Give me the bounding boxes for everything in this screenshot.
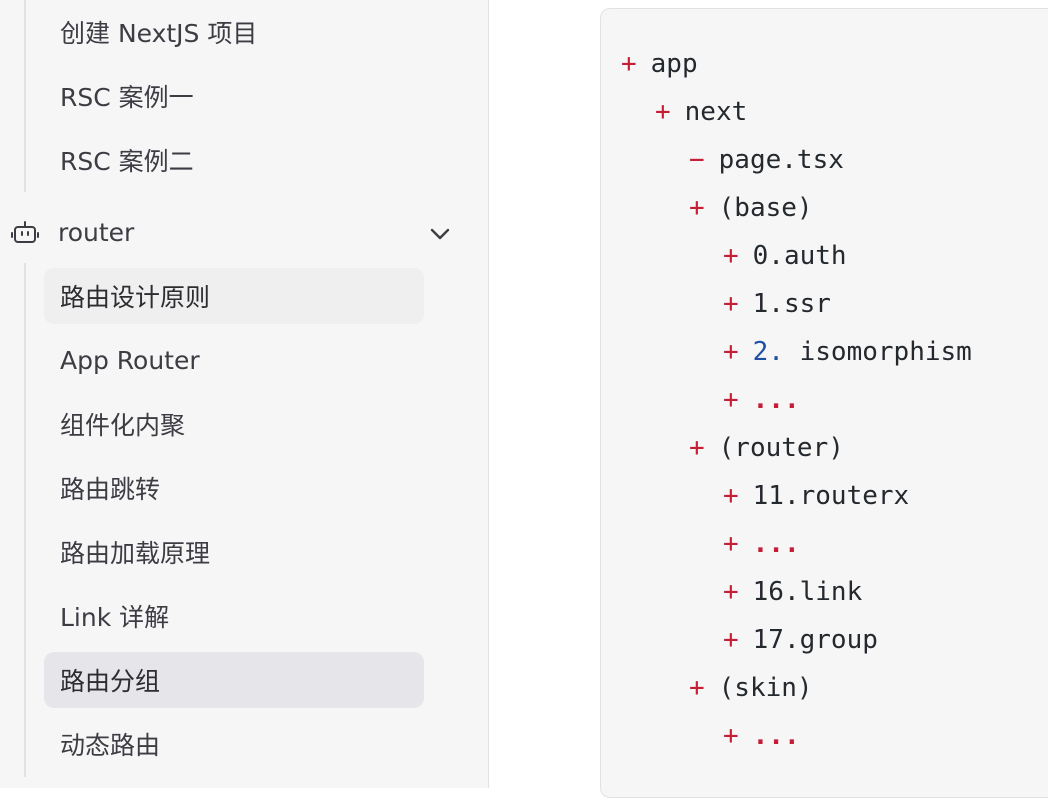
plus-marker: + bbox=[723, 625, 739, 655]
code-line: +0.auth bbox=[723, 232, 847, 280]
robot-icon bbox=[11, 221, 39, 243]
code-line: + (base) bbox=[689, 184, 813, 232]
code-line: +... bbox=[723, 376, 800, 424]
sidebar-item-component-cohesion[interactable]: 组件化内聚 bbox=[60, 411, 186, 440]
plus-marker: + bbox=[723, 529, 739, 559]
sidebar-group-router[interactable]: router bbox=[0, 204, 470, 260]
code-line: +16.link bbox=[723, 568, 862, 616]
plus-marker: + bbox=[723, 577, 739, 607]
code-line: +17.group bbox=[723, 616, 878, 664]
sidebar-item-route-design[interactable]: 路由设计原则 bbox=[44, 268, 424, 324]
code-text: (base) bbox=[718, 193, 813, 223]
sidebar-item-create-nextjs[interactable]: 创建 NextJS 项目 bbox=[60, 19, 258, 48]
sidebar-guide-line bbox=[24, 263, 26, 777]
plus-marker: + bbox=[723, 721, 739, 751]
code-line: +... bbox=[723, 712, 800, 760]
code-text: isomorphism bbox=[783, 337, 972, 367]
code-text: 1.ssr bbox=[752, 289, 831, 319]
code-line: +11.routerx bbox=[723, 472, 909, 520]
code-line: +1.ssr bbox=[723, 280, 831, 328]
code-text: 11.routerx bbox=[752, 481, 910, 511]
code-text: (router) bbox=[718, 433, 844, 463]
sidebar-item-dynamic-routes[interactable]: 动态路由 bbox=[60, 731, 161, 760]
plus-marker: + bbox=[655, 97, 671, 127]
code-line: + next bbox=[655, 88, 747, 136]
code-line: + app bbox=[621, 40, 698, 88]
sidebar-item-route-loading[interactable]: 路由加载原理 bbox=[60, 539, 211, 568]
main-content: + app + next −page.tsx + (base) +0.auth +1.… bbox=[490, 0, 1048, 798]
plus-marker: + bbox=[689, 433, 705, 463]
code-line: + (router) bbox=[689, 424, 844, 472]
plus-marker: + bbox=[723, 241, 739, 271]
plus-marker: + bbox=[621, 49, 637, 79]
sidebar-guide-line bbox=[24, 0, 26, 192]
plus-marker: + bbox=[689, 193, 705, 223]
plus-marker: + bbox=[723, 337, 739, 367]
code-text: 16.link bbox=[752, 577, 863, 607]
chevron-down-icon[interactable] bbox=[428, 222, 452, 246]
code-number: 2. bbox=[752, 337, 784, 367]
sidebar-item-link-details[interactable]: Link 详解 bbox=[60, 603, 170, 632]
plus-marker: + bbox=[689, 673, 705, 703]
code-text: 0.auth bbox=[752, 241, 847, 271]
code-text: page.tsx bbox=[718, 145, 844, 175]
plus-marker: + bbox=[723, 385, 739, 415]
plus-marker: + bbox=[723, 289, 739, 319]
sidebar-item-route-navigation[interactable]: 路由跳转 bbox=[60, 475, 161, 504]
code-line: + (skin) bbox=[689, 664, 813, 712]
code-ellipsis: ... bbox=[752, 385, 800, 415]
code-line: −page.tsx bbox=[689, 136, 844, 184]
code-ellipsis: ... bbox=[752, 529, 800, 559]
code-text: next bbox=[684, 97, 748, 127]
sidebar-item-app-router[interactable]: App Router bbox=[60, 345, 200, 375]
minus-marker: − bbox=[689, 145, 705, 175]
code-text: app bbox=[650, 49, 698, 79]
sidebar-group-label: router bbox=[58, 217, 135, 247]
sidebar-item-rsc-case-2[interactable]: RSC 案例二 bbox=[60, 147, 194, 176]
sidebar-item-route-groups[interactable]: 路由分组 bbox=[44, 652, 424, 708]
code-block: + app + next −page.tsx + (base) +0.auth +1.… bbox=[600, 8, 1048, 798]
sidebar-item-rsc-case-1[interactable]: RSC 案例一 bbox=[60, 83, 194, 112]
code-text: (skin) bbox=[718, 673, 813, 703]
code-line: +2. isomorphism bbox=[723, 328, 972, 376]
code-text: 17.group bbox=[752, 625, 878, 655]
plus-marker: + bbox=[723, 481, 739, 511]
code-ellipsis: ... bbox=[752, 721, 800, 751]
code-line: +... bbox=[723, 520, 800, 568]
sidebar: 创建 NextJS 项目 RSC 案例一 RSC 案例二 router 路由设计… bbox=[0, 0, 489, 788]
